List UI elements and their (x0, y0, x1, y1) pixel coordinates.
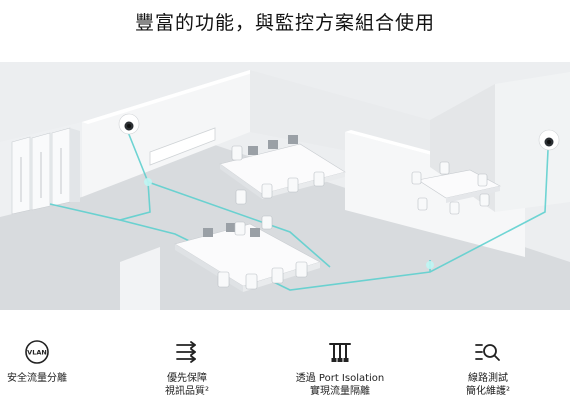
port-isolation-icon (329, 343, 351, 362)
priority-arrows-icon (176, 341, 196, 363)
feature-label-line: 視訊品質² (164, 386, 209, 397)
server-racks (11, 127, 80, 215)
feature-label-line: 安全流量分離 (7, 373, 67, 384)
page-headline: 豐富的功能，與監控方案組合使用 (134, 12, 435, 34)
feature-label-line: 實現流量隔離 (310, 386, 370, 397)
vlan-badge-text: VLAN (27, 349, 47, 357)
meeting-table (411, 161, 501, 215)
whiteboard (149, 127, 216, 166)
feature-label-line: 線路測試 (468, 373, 508, 384)
cable-test-icon (475, 344, 500, 361)
feature-label: 優先保障 視訊品質² (122, 372, 252, 398)
front-partition (120, 247, 160, 310)
desk-cluster-front (174, 215, 321, 292)
feature-label: 透過 Port Isolation 實現流量隔離 (275, 372, 405, 398)
feature-cable-test: 線路測試 簡化維護² (423, 340, 553, 398)
right-room-wall (345, 132, 525, 257)
feature-label: 安全流量分離 (0, 372, 102, 385)
feature-priority: 優先保障 視訊品質² (122, 340, 252, 398)
desk-cluster-back (219, 135, 346, 205)
vlan-icon: VLAN (25, 340, 49, 364)
camera-right (538, 129, 560, 151)
feature-label-line: 透過 Port Isolation (295, 373, 385, 384)
camera-left (118, 113, 140, 135)
back-wall-left (82, 70, 250, 197)
feature-label: 線路測試 簡化維護² (423, 372, 553, 398)
feature-row: VLAN 安全流量分離 優先保障 視訊品質² (0, 340, 570, 409)
network-cables (49, 131, 549, 291)
right-room-side-wall (495, 72, 570, 212)
feature-port-isolation: 透過 Port Isolation 實現流量隔離 (275, 340, 405, 398)
office-surveillance-illustration (0, 62, 570, 310)
feature-label-line: 優先保障 (167, 373, 207, 384)
feature-label-line: 簡化維護² (465, 386, 510, 397)
feature-vlan: VLAN 安全流量分離 (0, 340, 102, 385)
